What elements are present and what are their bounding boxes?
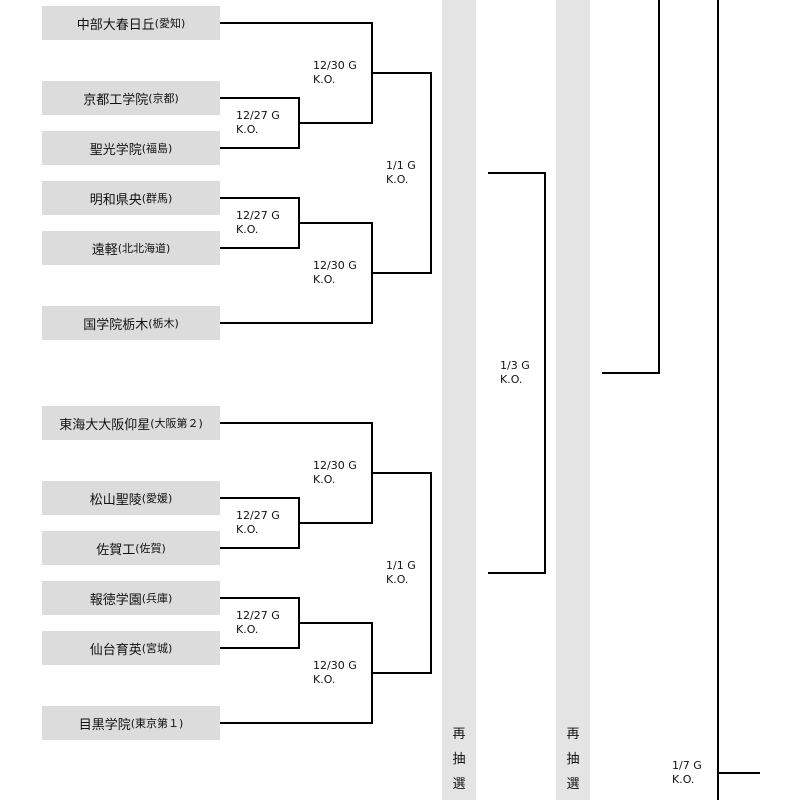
match-date: 12/30 G bbox=[313, 459, 357, 472]
team-name: 明和県央 bbox=[89, 192, 142, 208]
redraw-char: 再 bbox=[566, 727, 580, 742]
team-prefecture: (栃木) bbox=[148, 317, 179, 330]
redraw-char: 抽 bbox=[566, 752, 580, 767]
match-time: K.O. bbox=[236, 223, 259, 236]
team-box[interactable]: 仙台育英(宮城) bbox=[42, 631, 220, 665]
match-time: K.O. bbox=[500, 373, 523, 386]
team-box[interactable]: 京都工学院(京都) bbox=[42, 81, 220, 115]
match-time: K.O. bbox=[386, 173, 409, 186]
team-box[interactable]: 佐賀工(佐賀) bbox=[42, 531, 220, 565]
team-box[interactable]: 明和県央(群馬) bbox=[42, 181, 220, 215]
match-date: 12/30 G bbox=[313, 659, 357, 672]
team-name: 遠軽 bbox=[91, 242, 118, 258]
match-date: 1/1 G bbox=[386, 559, 416, 572]
team-name: 中部大春日丘 bbox=[76, 17, 155, 33]
match-time: K.O. bbox=[672, 773, 695, 786]
team-box[interactable]: 中部大春日丘(愛知) bbox=[42, 6, 220, 40]
redraw-char: 選 bbox=[452, 777, 466, 792]
team-prefecture: (兵庫) bbox=[141, 592, 173, 605]
team-name: 国学院栃木 bbox=[83, 317, 149, 333]
match-time: K.O. bbox=[313, 673, 336, 686]
team-prefecture: (佐賀) bbox=[135, 542, 166, 555]
redraw-char: 選 bbox=[566, 777, 580, 792]
match-time: K.O. bbox=[236, 523, 259, 536]
redraw-label: 再 抽 選 bbox=[442, 722, 476, 797]
match-time: K.O. bbox=[313, 73, 336, 86]
team-name: 東海大大阪仰星 bbox=[59, 417, 151, 433]
redraw-column: 再 抽 選 bbox=[556, 0, 590, 800]
redraw-char: 再 bbox=[452, 727, 466, 742]
redraw-char: 抽 bbox=[452, 752, 466, 767]
match-date: 12/30 G bbox=[313, 259, 357, 272]
team-prefecture: (群馬) bbox=[141, 192, 173, 205]
team-name: 聖光学院 bbox=[89, 142, 142, 158]
team-name: 仙台育英 bbox=[89, 642, 142, 658]
match-time: K.O. bbox=[313, 473, 336, 486]
match-time: K.O. bbox=[313, 273, 336, 286]
bracket-line bbox=[220, 222, 373, 324]
match-time: K.O. bbox=[236, 123, 259, 136]
bracket-line bbox=[372, 72, 432, 274]
team-prefecture: (愛媛) bbox=[141, 492, 173, 505]
team-box[interactable]: 東海大大阪仰星(大阪第２) bbox=[42, 406, 220, 440]
team-box[interactable]: 目黒学院(東京第１) bbox=[42, 706, 220, 740]
team-name: 京都工学院 bbox=[83, 92, 149, 108]
team-name: 報徳学園 bbox=[89, 592, 142, 608]
bracket-line bbox=[220, 197, 300, 249]
bracket-line bbox=[220, 97, 300, 149]
team-prefecture: (宮城) bbox=[141, 642, 173, 655]
bracket-line bbox=[488, 172, 546, 574]
team-box[interactable]: 松山聖陵(愛媛) bbox=[42, 481, 220, 515]
match-date: 12/27 G bbox=[236, 109, 280, 122]
team-name: 目黒学院 bbox=[78, 717, 131, 733]
match-date: 1/1 G bbox=[386, 159, 416, 172]
team-prefecture: (愛知) bbox=[154, 17, 186, 30]
match-time: K.O. bbox=[386, 573, 409, 586]
team-prefecture: (大阪第２) bbox=[150, 417, 203, 430]
team-box[interactable]: 報徳学園(兵庫) bbox=[42, 581, 220, 615]
redraw-label: 再 抽 選 bbox=[556, 722, 590, 797]
match-date: 1/7 G bbox=[672, 759, 702, 772]
team-prefecture: (京都) bbox=[148, 92, 179, 105]
bracket-line bbox=[220, 597, 300, 649]
match-time: K.O. bbox=[236, 623, 259, 636]
redraw-column: 再 抽 選 bbox=[442, 0, 476, 800]
bracket-line bbox=[602, 0, 660, 374]
match-date: 1/3 G bbox=[500, 359, 530, 372]
team-box[interactable]: 聖光学院(福島) bbox=[42, 131, 220, 165]
bracket-line bbox=[220, 622, 373, 724]
team-prefecture: (北北海道) bbox=[117, 242, 171, 255]
team-prefecture: (東京第１) bbox=[130, 717, 184, 730]
team-box[interactable]: 遠軽(北北海道) bbox=[42, 231, 220, 265]
match-date: 12/27 G bbox=[236, 209, 280, 222]
match-date: 12/27 G bbox=[236, 609, 280, 622]
match-date: 12/27 G bbox=[236, 509, 280, 522]
bracket-line bbox=[372, 472, 432, 674]
bracket-line bbox=[220, 497, 300, 549]
team-box[interactable]: 国学院栃木(栃木) bbox=[42, 306, 220, 340]
team-name: 佐賀工 bbox=[96, 542, 136, 558]
team-prefecture: (福島) bbox=[141, 142, 173, 155]
team-name: 松山聖陵 bbox=[89, 492, 142, 508]
match-date: 12/30 G bbox=[313, 59, 357, 72]
